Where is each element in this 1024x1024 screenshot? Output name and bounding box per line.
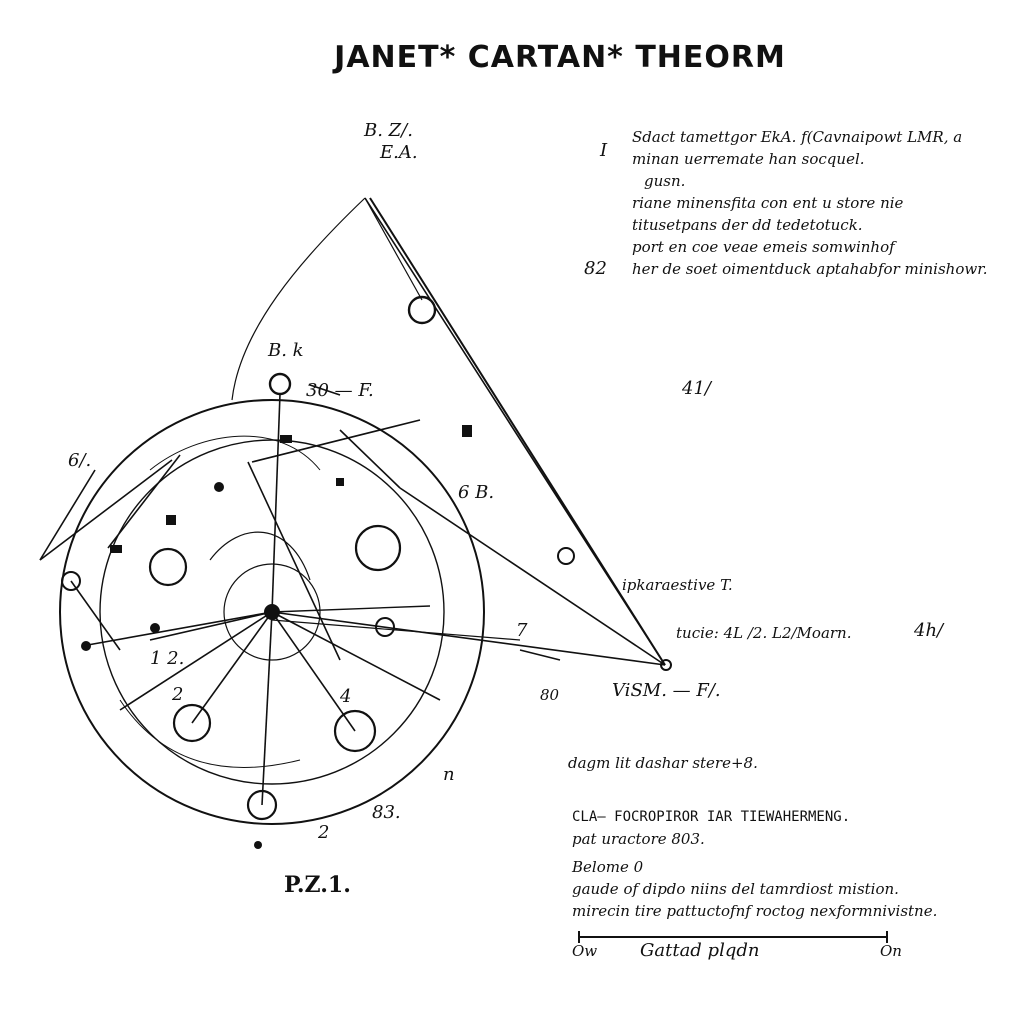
label-i-two: 1 2. (150, 648, 185, 669)
ring-right (354, 524, 402, 572)
bottom-heading: CLA— FOCROPIROR IAR TIEWAHERMENG. (572, 809, 851, 825)
bottom-line: mirecin tire pattuctofnf roctog nexformn… (572, 902, 938, 920)
note-marker-2: 82 (584, 258, 607, 279)
note-marker-1: I (600, 140, 608, 161)
page-title: JANET* CARTAN* THEORM (334, 40, 786, 75)
label-two-a: 2 (318, 822, 330, 843)
scale-bar (578, 931, 888, 943)
label-eighty: 80 (540, 686, 560, 704)
note-line: titusetpans der dd tedetotuck. (632, 216, 863, 234)
hub-circle (223, 563, 321, 661)
note-line: Sdact tamettgor EkA. f(Cavnaipowt LMR, a (632, 128, 963, 146)
label-ipkaraestive: ipkaraestive T. (622, 576, 733, 594)
label-vsm: ViSM. — F/. (612, 680, 721, 701)
top-left-label-1: B. Z/. (364, 120, 413, 141)
label-four-h: 4h/ (914, 620, 944, 641)
scale-right-label: On (880, 942, 902, 960)
scale-left-label: Ow (572, 942, 598, 960)
bottom-line: pat uractore 803. (572, 830, 705, 848)
ring-b (268, 372, 292, 396)
ring-edge-left (61, 571, 81, 591)
ring-lower-left (172, 703, 212, 743)
scale-center-label: Gattad plqdn (640, 940, 760, 961)
label-four: 4 (340, 686, 352, 707)
note-line: her de soet oimentduck aptahabfor minish… (632, 260, 988, 278)
notes-block: Sdact tamettgor EkA. f(Cavnaipowt LMR, a… (632, 126, 988, 280)
ring-top (407, 295, 437, 325)
label-s3: 83. (372, 802, 401, 823)
note-line: minan uerremate han socquel. (632, 150, 865, 168)
label-one-half: 41/ (682, 378, 711, 399)
label-tucie: tucie: 4L /2. L2/Moarn. (676, 624, 852, 642)
ring-left (148, 547, 188, 587)
bottom-line: gaude of dipdo niins del tamrdiost misti… (572, 880, 899, 898)
label-n: n (443, 764, 455, 785)
label-s-b: 6 B. (458, 482, 495, 503)
label-thirty-f: 30 — F. (306, 380, 374, 401)
note-line: riane minensfita con ent u store nie (632, 194, 904, 212)
top-left-label-2: E.A. (380, 142, 418, 163)
ring-lower-right (333, 709, 377, 753)
outer-circle (59, 399, 485, 825)
label-two: 2 (172, 684, 184, 705)
note-line: port en coe veae emeis somwinhof (632, 238, 895, 256)
bottom-line: Belome 0 (572, 858, 644, 876)
label-b-k: B. k (268, 340, 304, 361)
ring-tri (557, 547, 575, 565)
note-line: gusn. (644, 172, 686, 190)
label-seven: 7 (516, 620, 528, 641)
label-dagm: dagm lit dashar stere+8. (568, 754, 758, 772)
ring-mid (375, 617, 395, 637)
label-six: 6/. (68, 450, 92, 471)
bottom-notes: CLA— FOCROPIROR IAR TIEWAHERMENG. pat ur… (572, 806, 937, 922)
triangle-left-edge (231, 197, 366, 401)
figure-label: P.Z.1. (284, 872, 351, 898)
